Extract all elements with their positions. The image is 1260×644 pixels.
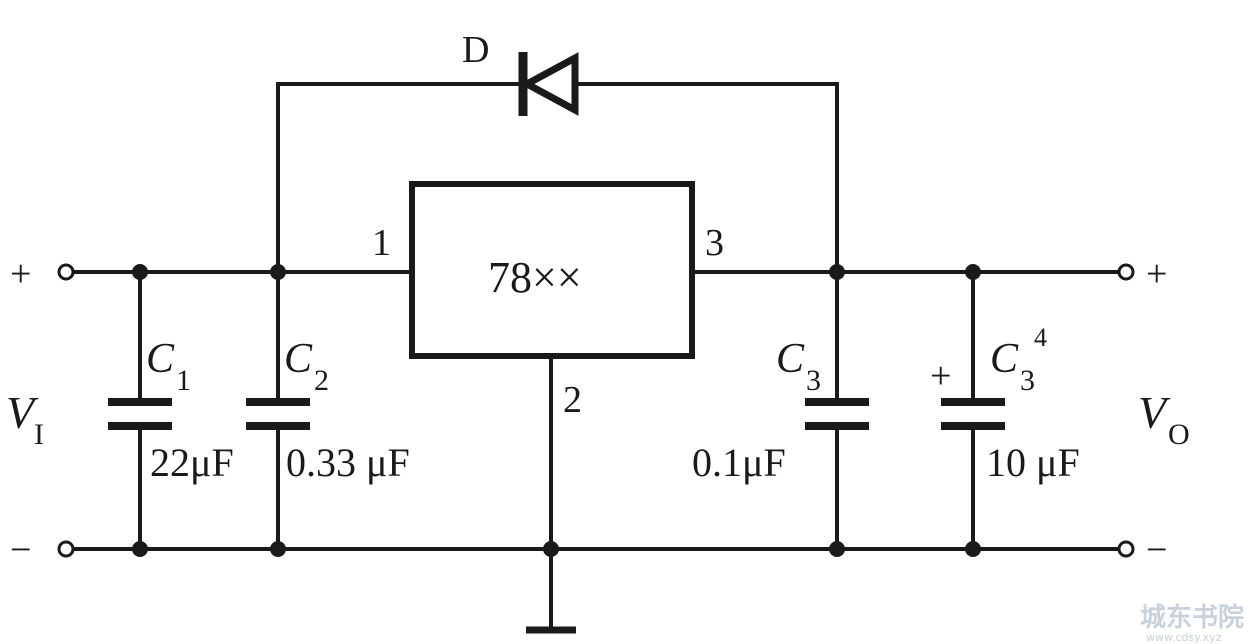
- input-minus-sign: −: [10, 529, 31, 571]
- capacitor-c3-electrolytic: [941, 272, 1005, 549]
- regulator-label: 78××: [488, 253, 582, 302]
- svg-text:O: O: [1168, 418, 1190, 451]
- svg-text:www.cdsy.xyz: www.cdsy.xyz: [1146, 631, 1222, 644]
- regulator-pin-3: 3: [705, 222, 724, 264]
- svg-text:+: +: [930, 355, 951, 397]
- svg-text:3: 3: [806, 364, 821, 397]
- input-negative-terminal: [57, 540, 75, 558]
- svg-text:V: V: [1138, 387, 1171, 438]
- input-positive-terminal: [57, 263, 75, 281]
- svg-text:C: C: [776, 336, 805, 382]
- capacitor-c3: [805, 272, 869, 549]
- svg-text:4: 4: [1034, 323, 1047, 352]
- svg-text:C: C: [990, 336, 1019, 382]
- c1-value: 22μF: [150, 440, 234, 485]
- c3-electrolytic-value: 10 μF: [986, 440, 1080, 485]
- input-plus-sign: +: [10, 253, 31, 295]
- junction-dots: [132, 264, 981, 557]
- svg-text:1: 1: [176, 364, 191, 397]
- c2-label: C 2: [284, 336, 329, 397]
- svg-text:3: 3: [1020, 364, 1035, 397]
- svg-text:城东书院: 城东书院: [1140, 602, 1244, 633]
- output-positive-terminal: [1117, 263, 1135, 281]
- output-voltage-label: V O: [1138, 387, 1190, 451]
- c3-label: C 3: [776, 336, 821, 397]
- output-negative-terminal: [1117, 540, 1135, 558]
- watermark: 城东书院 www.cdsy.xyz: [1140, 602, 1244, 644]
- diode-label: D: [462, 29, 489, 71]
- svg-text:V: V: [6, 387, 39, 438]
- diode-feedback-wire: [276, 82, 839, 272]
- capacitor-c1: [108, 272, 172, 549]
- output-plus-sign: +: [1146, 253, 1167, 295]
- diode-symbol: [518, 52, 579, 116]
- c1-label: C 1: [146, 336, 191, 397]
- svg-text:C: C: [146, 336, 175, 382]
- regulator-pin-2: 2: [563, 379, 582, 421]
- svg-text:2: 2: [314, 364, 329, 397]
- c2-value: 0.33 μF: [286, 440, 410, 485]
- output-minus-sign: −: [1146, 529, 1167, 571]
- c3-electrolytic-label: + C 3 4: [930, 323, 1047, 397]
- input-voltage-label: V I: [6, 387, 44, 451]
- c3-value: 0.1μF: [692, 440, 786, 485]
- svg-text:I: I: [34, 418, 44, 451]
- regulator-pin-1: 1: [372, 222, 391, 264]
- svg-text:C: C: [284, 336, 313, 382]
- capacitor-c2: [246, 272, 310, 549]
